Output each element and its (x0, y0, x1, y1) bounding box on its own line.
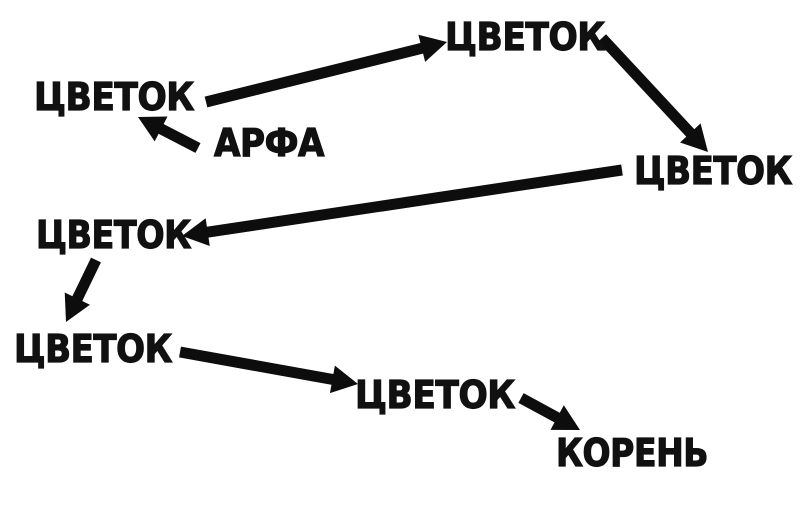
arrow-shaft (204, 164, 623, 238)
arrow-shaft (156, 123, 201, 153)
arrowhead-icon (182, 218, 210, 246)
arrowhead-icon (138, 116, 168, 142)
node-n5: ЦВЕТОК (36, 213, 191, 257)
node-n6: ЦВЕТОК (14, 327, 172, 371)
arrow-shaft (597, 34, 696, 139)
arrowhead-icon (418, 34, 447, 62)
node-n4: ЦВЕТОК (634, 149, 792, 193)
arrow-shaft (71, 257, 101, 303)
arrow-n2-n1 (138, 116, 201, 153)
arrowhead-icon (680, 123, 708, 152)
arrow-n1-n3 (204, 34, 447, 108)
arrow-shaft (204, 42, 426, 108)
arrow-shaft (179, 346, 336, 386)
arrow-n4-n5 (182, 164, 623, 246)
nodes-layer: ЦВЕТОК АРФА ЦВЕТОК ЦВЕТОК ЦВЕТОК ЦВЕТОК … (13, 14, 793, 475)
node-n1: ЦВЕТОК (34, 75, 194, 119)
arrowhead-icon (64, 292, 90, 322)
arrowhead-icon (329, 365, 358, 394)
node-n2: АРФА (214, 121, 325, 165)
node-n7: ЦВЕТОК (355, 373, 515, 417)
arrow-shaft (518, 393, 562, 424)
arrow-n7-n8 (518, 393, 580, 430)
arrow-n5-n6 (64, 257, 101, 322)
node-n8: КОРЕНЬ (556, 431, 708, 475)
arrow-n6-n7 (179, 346, 358, 394)
node-n3: ЦВЕТОК (445, 15, 605, 59)
edges-layer (64, 34, 708, 430)
arrowhead-icon (550, 405, 580, 430)
arrow-n3-n4 (597, 34, 708, 152)
